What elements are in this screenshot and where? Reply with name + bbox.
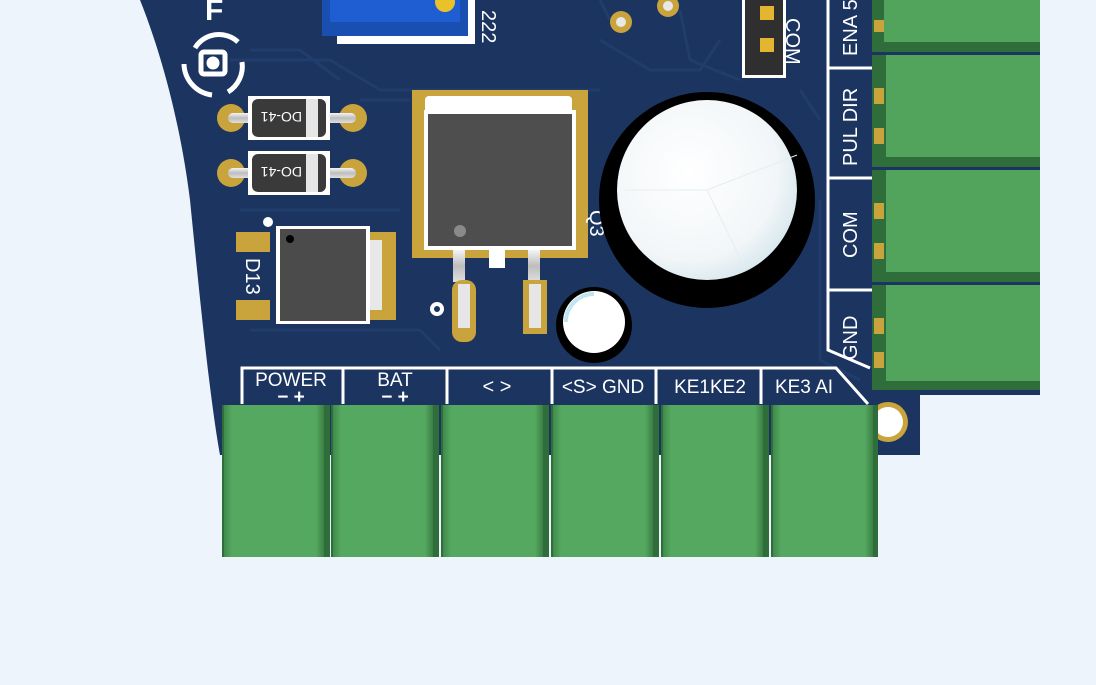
bottom-label-power: POWER bbox=[255, 370, 327, 391]
right-terminal-4 bbox=[872, 285, 1040, 390]
right-terminal-label-3: COM bbox=[840, 211, 862, 258]
brand-logo-icon bbox=[181, 32, 245, 98]
right-terminal-1 bbox=[872, 0, 1040, 52]
right-terminal-label-2: PUL DIR bbox=[840, 88, 862, 166]
right-terminal-3 bbox=[872, 170, 1040, 282]
bottom-terminal-ke1ke2 bbox=[661, 405, 769, 557]
bottom-label-s-gnd: <S> GND bbox=[562, 377, 644, 398]
trimpot-label: 222 bbox=[477, 10, 499, 43]
bottom-label-power-pins: − + bbox=[277, 387, 304, 408]
diode-1: DO-41 bbox=[217, 96, 367, 140]
com-pin-header bbox=[742, 0, 786, 78]
bottom-terminal-ke3-ai bbox=[771, 405, 878, 557]
diode-2-label: DO-41 bbox=[261, 164, 302, 180]
electrolytic-capacitor bbox=[599, 92, 815, 308]
bottom-screw-terminals bbox=[222, 405, 878, 557]
bottom-terminal-labels: POWER − + BAT − + < > <S> GND KE1KE2 KE3… bbox=[255, 370, 833, 408]
d13-label: D13 bbox=[241, 258, 263, 295]
smd-diode-d13 bbox=[236, 226, 396, 324]
right-terminal-label-1: ENA 5 bbox=[840, 0, 862, 56]
bottom-label-arrows: < > bbox=[483, 376, 512, 398]
diode-2: DO-41 bbox=[217, 151, 367, 195]
bottom-terminal-bat bbox=[331, 405, 439, 557]
small-round-component bbox=[556, 287, 632, 363]
bottom-terminal-arrows bbox=[441, 405, 549, 557]
bottom-label-ke3-ai: KE3 AI bbox=[775, 377, 833, 398]
bottom-terminal-frames bbox=[240, 366, 870, 405]
partial-silk-label: F bbox=[205, 0, 223, 27]
bottom-terminal-power bbox=[222, 405, 330, 557]
bottom-label-bat-pins: − + bbox=[381, 387, 408, 408]
bottom-terminal-s-gnd bbox=[551, 405, 659, 557]
right-terminal-2 bbox=[872, 55, 1040, 167]
right-terminal-label-4: GND bbox=[840, 316, 862, 360]
header-label: COM bbox=[781, 18, 803, 65]
right-screw-terminals bbox=[872, 0, 1040, 390]
right-terminal-frames bbox=[826, 0, 880, 370]
bottom-label-bat: BAT bbox=[377, 370, 413, 391]
bottom-label-ke1ke2: KE1KE2 bbox=[674, 377, 746, 398]
diode-1-label: DO-41 bbox=[261, 109, 302, 125]
vias bbox=[263, 0, 679, 316]
trimpot bbox=[322, 0, 475, 44]
regulator-q3 bbox=[412, 90, 588, 342]
